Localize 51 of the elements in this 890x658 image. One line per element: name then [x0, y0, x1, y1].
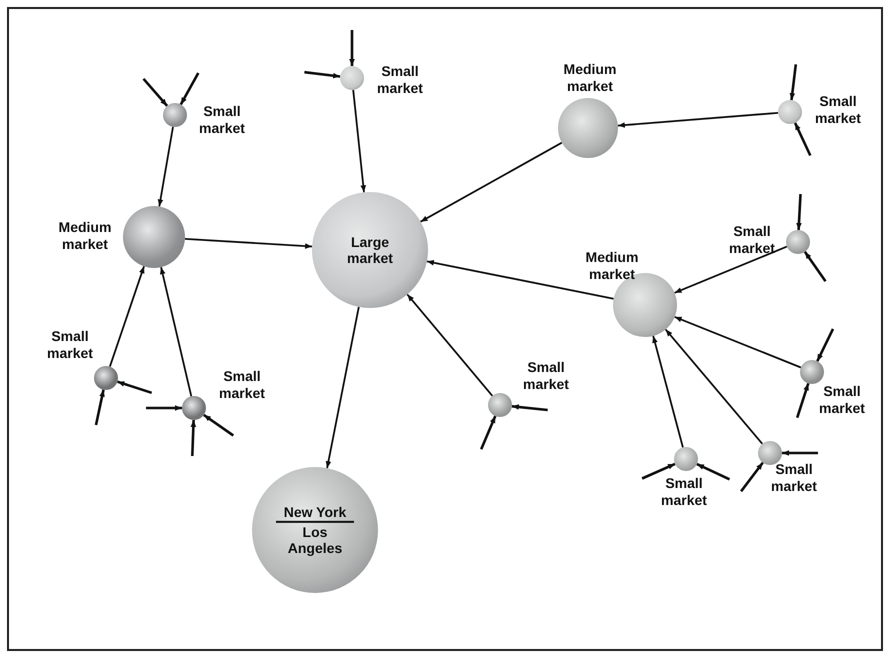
- arrow: [190, 420, 196, 456]
- arrow: [794, 122, 812, 156]
- arrow: [664, 328, 763, 444]
- arrow: [160, 267, 192, 396]
- market-label: Los Angeles: [286, 524, 344, 556]
- market-label: Small market: [218, 368, 266, 402]
- market-label: Small market: [46, 328, 94, 362]
- arrow: [674, 316, 802, 368]
- arrow: [642, 462, 676, 480]
- market-label: Small market: [522, 359, 570, 393]
- market-label: Medium market: [584, 249, 640, 283]
- arrow: [796, 194, 802, 230]
- arrow: [146, 405, 182, 411]
- arrow: [406, 294, 493, 396]
- market-label: Small market: [376, 63, 424, 97]
- arrow: [674, 246, 788, 294]
- market-label: Small market: [770, 461, 818, 495]
- market-label: New York: [283, 504, 347, 520]
- market-label: Medium market: [562, 61, 618, 95]
- arrow: [94, 389, 105, 426]
- market-label: Small market: [818, 383, 866, 417]
- market-label: Medium market: [58, 219, 112, 253]
- arrow: [740, 462, 764, 492]
- market-label: Small market: [814, 93, 862, 127]
- arrow: [420, 142, 562, 222]
- arrow: [158, 126, 174, 207]
- arrow: [796, 383, 810, 418]
- arrow: [304, 70, 340, 78]
- arrow: [184, 238, 312, 249]
- arrow: [203, 414, 234, 437]
- arrow: [618, 112, 778, 128]
- arrow: [117, 380, 152, 394]
- arrow: [426, 260, 614, 300]
- arrow: [352, 90, 366, 192]
- market-label: Small market: [660, 475, 708, 509]
- arrow: [480, 416, 496, 450]
- market-label: Large market: [346, 234, 394, 266]
- arrow: [180, 72, 200, 106]
- arrow: [782, 450, 818, 456]
- arrow: [326, 306, 360, 468]
- arrow: [142, 78, 168, 107]
- market-label: Small market: [198, 103, 246, 137]
- market-label: Small market: [728, 223, 776, 257]
- arrow: [109, 266, 145, 367]
- arrow: [349, 30, 355, 66]
- arrow: [804, 251, 827, 282]
- arrow: [652, 336, 684, 448]
- arrow: [512, 404, 548, 412]
- arrow: [816, 328, 834, 362]
- arrow: [696, 462, 730, 480]
- arrow: [790, 64, 798, 100]
